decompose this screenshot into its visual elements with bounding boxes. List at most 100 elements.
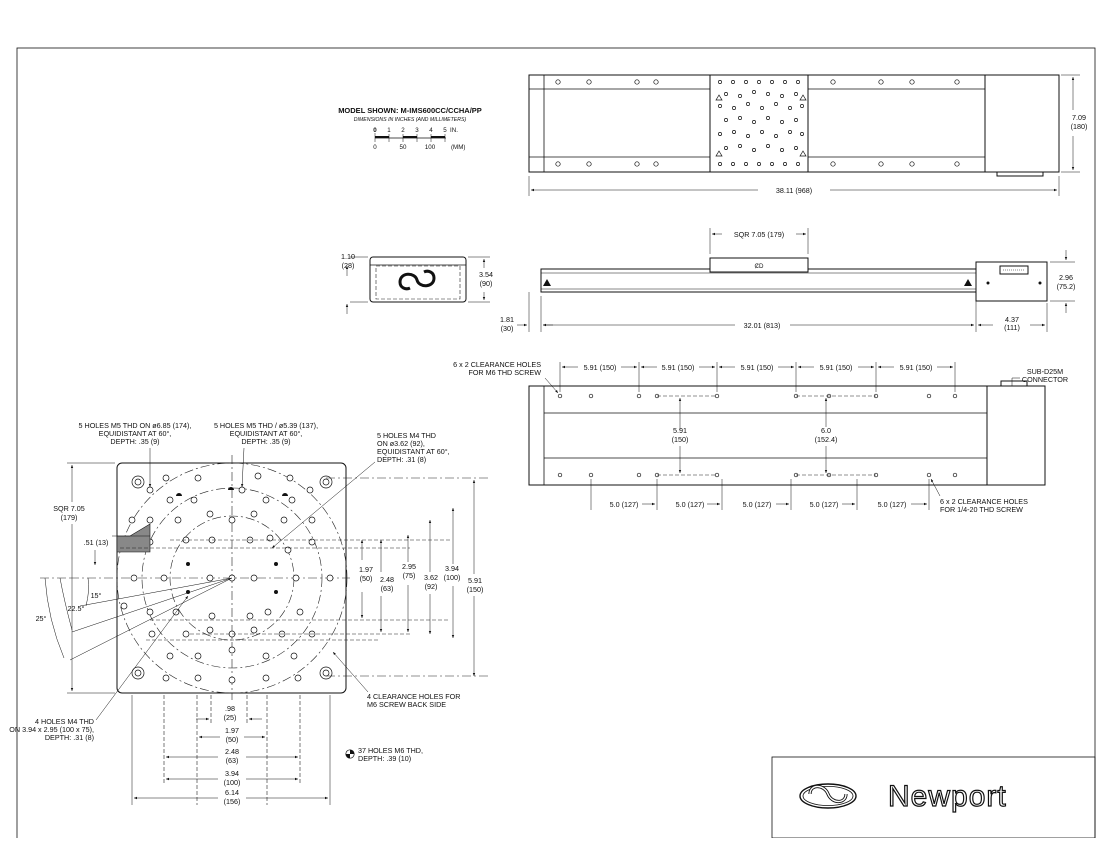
top-view-motor [984,74,1060,173]
end-view-top-in: 1.10 [341,252,355,261]
angle-25: 25° [36,614,47,623]
bottom-pitch-top-2: 5.91 (150) [662,363,695,372]
bottom-view-holes [557,393,958,478]
bottom-outer-mm: (152.4) [815,435,838,444]
scale-in-1: 1 [387,127,391,134]
note-m6-37-line2: DEPTH: .39 (10) [358,754,411,763]
side-hole-span: 32.01 (813) [744,321,781,330]
connector-label-2: CONNECTOR [1022,375,1068,384]
v-dim-4-in: 3.62 [424,573,438,582]
plate-sqr-mm: (179) [61,513,78,522]
newport-logo-icon [799,783,857,809]
h-dim-2-in: 1.97 [225,726,239,735]
bottom-pitch-top-1: 5.91 (150) [584,363,617,372]
v-dim-6-in: 5.91 [468,576,482,585]
bottom-pitch-bottom-1: 5.0 (127) [610,500,639,509]
v-dim-6-mm: (150) [467,585,484,594]
side-view-height-in: 2.96 [1059,273,1073,282]
end-view-height-in: 3.54 [479,270,493,279]
plate-offset: .51 (13) [84,538,109,547]
end-view: 1.10 (28) 3.54 (90) [341,252,493,314]
top-view-width: 38.11 (968) [776,186,812,195]
bottom-view-body [528,385,988,486]
clearance-m6-line1: 6 x 2 CLEARANCE HOLES [453,360,541,369]
connector-label-1: SUB-D25M [1027,367,1063,376]
h-dim-4-mm: (100) [224,778,241,787]
brand-name: Newport [888,780,1007,813]
carriage-holes [120,472,334,684]
bottom-pitch-bottom-3: 5.0 (127) [743,500,772,509]
note-m5-137-line1: 5 HOLES M5 THD / ø5.39 (137), [214,421,318,430]
top-view-height-in: 7.09 [1072,113,1086,122]
side-motor-mm: (111) [1004,323,1020,332]
bottom-view-motor [986,385,1046,486]
note-m6-37-line1: 37 HOLES M6 THD, [358,746,423,755]
h-dim-4-in: 3.94 [225,769,239,778]
side-motor-in: 4.37 [1005,315,1019,324]
side-view-height-mm: (75.2) [1057,282,1076,291]
v-dim-2-in: 2.48 [380,575,394,584]
clearance-qtr-line1: 6 x 2 CLEARANCE HOLES [940,497,1028,506]
bottom-pitch-top-5: 5.91 (150) [900,363,933,372]
plate-sqr-in: SQR 7.05 [53,504,85,513]
scale-in-0: 0 [373,127,377,134]
h-dim-1-in: .98 [225,704,235,713]
model-shown-label: MODEL SHOWN: M-IMS600CC/CCHA/PP [338,106,482,115]
v-dim-3-mm: (75) [403,571,416,580]
bottom-inner-mm: (150) [672,435,689,444]
note-m4-4-line1: 4 HOLES M4 THD [35,717,94,726]
bottom-pitch-bottom-4: 5.0 (127) [810,500,839,509]
top-view: 38.11 (968) 7.09 (180) [528,74,1088,196]
bottom-inner-in: 5.91 [673,426,687,435]
bottom-view: 5.91 (150) 5.91 (150) 5.91 (150) 5.91 (1… [453,360,1068,514]
bottom-pitch-bottom-2: 5.0 (127) [676,500,705,509]
scale-in-3: 3 [415,127,419,134]
v-dim-5-mm: (100) [444,573,461,582]
carriage-hole-pattern [715,80,807,166]
angle-15: 15° [91,591,102,600]
note-clearance-m6-line2: M6 SCREW BACK SIDE [367,700,446,709]
scale-mm-50: 50 [400,144,407,151]
note-m4-4-line2: ON 3.94 x 2.95 (100 x 75), [9,725,94,734]
carriage-width: SQR 7.05 (179) [734,230,784,239]
note-m5-174-line3: DEPTH: .35 (9) [110,437,159,446]
scale-in-4: 4 [429,127,433,134]
angle-22-5: 22.5° [68,604,85,613]
bottom-pitch-bottom-5: 5.0 (127) [878,500,907,509]
scale-mm-0: 0 [373,144,377,151]
end-view-height-mm: (90) [480,279,493,288]
sheet-frame [16,47,1096,843]
top-view-height-mm: (180) [1071,122,1088,131]
h-dim-3-mm: (63) [226,756,239,765]
side-view-carriage [709,257,809,273]
bottom-pitch-top-3: 5.91 (150) [741,363,774,372]
clearance-m6-line2: FOR M6 THD SCREW [468,368,541,377]
svg-text:ȻD: ȻD [755,263,764,270]
end-view-top-mm: (28) [342,261,355,270]
h-dim-5-mm: (156) [224,797,241,806]
bottom-pitch-top-4: 5.91 (150) [820,363,853,372]
note-m4-92-line4: DEPTH: .31 (8) [377,455,426,464]
note-m4-92-line1: 5 HOLES M4 THD [377,431,436,440]
note-m5-174-line2: EQUIDISTANT AT 60°, [99,429,172,438]
v-dim-1-mm: (50) [360,574,373,583]
v-dim-1-in: 1.97 [359,565,373,574]
side-left-offset-in: 1.81 [500,315,514,324]
scale-mm-100: 100 [425,144,436,151]
note-m5-137-line2: EQUIDISTANT AT 60°, [230,429,303,438]
scale-bar: 0 1 2 3 4 5 IN. 0 50 100 (MM) [373,127,465,151]
note-m4-92-line2: ON ø3.62 (92), [377,439,425,448]
sub-d25m-connector [1000,380,1028,387]
clearance-qtr-line2: FOR 1/4-20 THD SCREW [940,505,1023,514]
bottom-outer-in: 6.0 [821,426,831,435]
note-m4-4-line3: DEPTH: .31 (8) [45,733,94,742]
side-view: ȻD SQR 7.05 (179) 2.96 (75.2) 1.81 (30) … [500,228,1075,333]
note-clearance-m6-line1: 4 CLEARANCE HOLES FOR [367,692,460,701]
v-dim-2-mm: (63) [381,584,394,593]
side-left-offset-mm: (30) [501,324,514,333]
note-m5-137-line3: DEPTH: .35 (9) [241,437,290,446]
v-dim-4-mm: (92) [425,582,438,591]
v-dim-5-in: 3.94 [445,564,459,573]
